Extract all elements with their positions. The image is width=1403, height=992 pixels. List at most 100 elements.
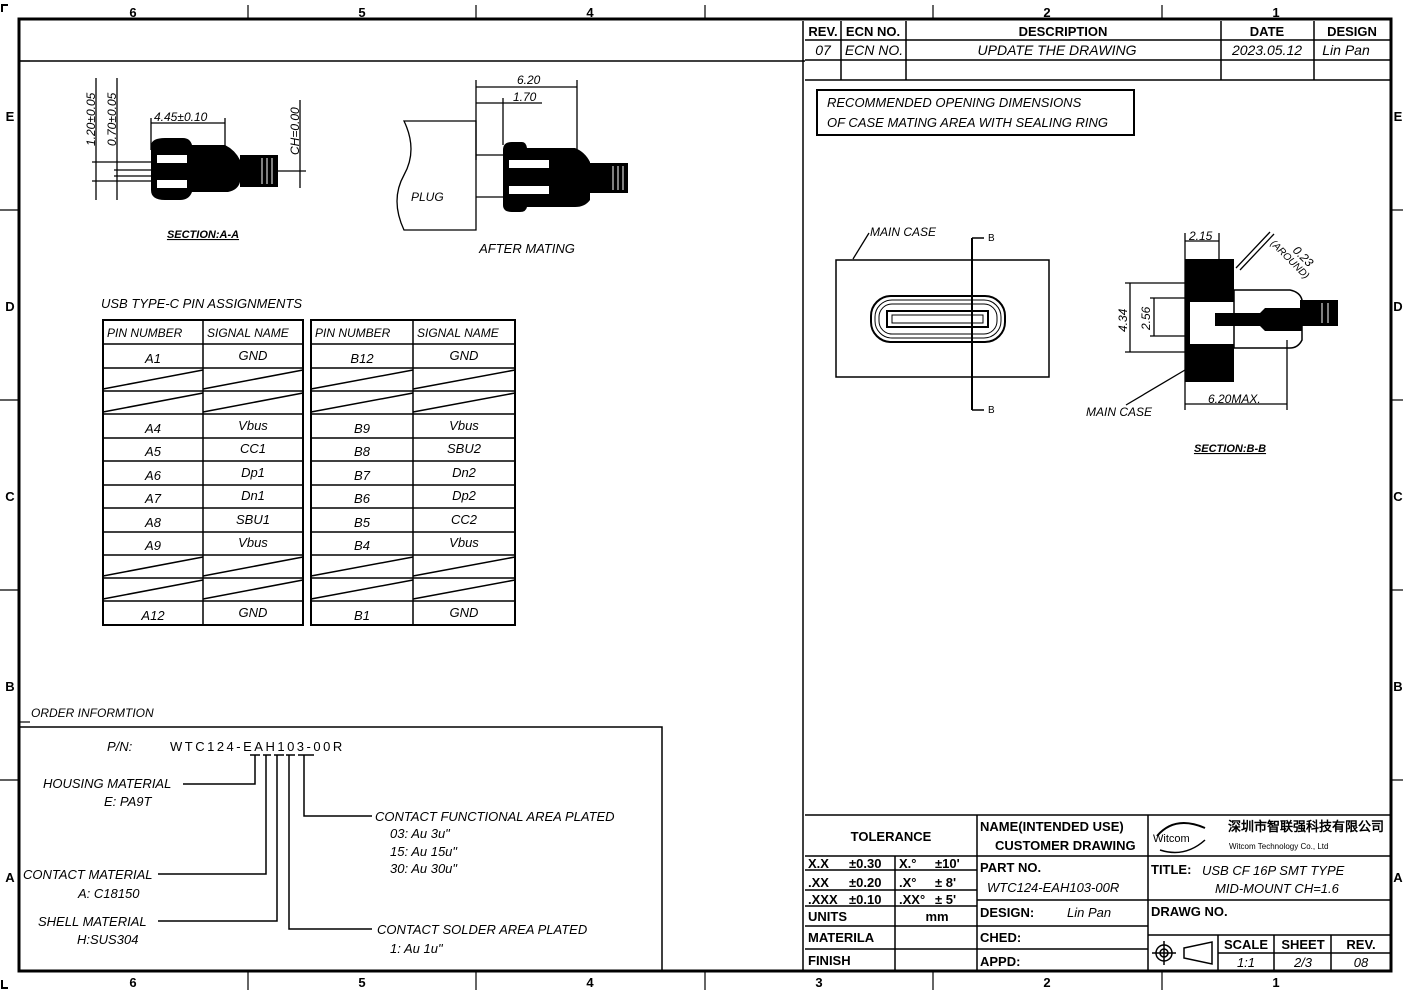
table-row (310, 556, 516, 579)
name-label: NAME(INTENDED USE) (980, 819, 1124, 834)
zone-label: A (1393, 870, 1403, 885)
unused-row-strike (202, 579, 304, 600)
table-row (310, 392, 516, 415)
design-header: DESIGN (1327, 24, 1377, 39)
zone-label: E (1394, 109, 1403, 124)
units-value: mm (925, 909, 948, 924)
date-header: DATE (1250, 24, 1285, 39)
recommended-opening-note: RECOMMENDED OPENING DIMENSIONS OF CASE M… (816, 89, 1135, 136)
tol-angle-value: ± 8' (935, 875, 956, 890)
title-line-1: USB CF 16P SMT TYPE (1202, 863, 1345, 878)
solder-plating-label: CONTACT SOLDER AREA PLATED (377, 922, 587, 937)
signal-name-cell: GND (450, 348, 479, 363)
zone-label: 3 (815, 975, 822, 990)
unused-row-strike (310, 579, 414, 600)
pin-table-header: SIGNAL NAME (417, 326, 500, 340)
revision-block: REV. ECN NO. DESCRIPTION DATE DESIGN 07 … (805, 21, 1391, 81)
unused-row-strike (412, 556, 516, 577)
dim-b-inner-height: 2.56 (1139, 306, 1153, 331)
dim-b-length: 6.20MAX. (1208, 392, 1261, 406)
pin-number-cell: A5 (144, 444, 162, 459)
table-row (102, 369, 304, 392)
pin-number-cell: B1 (354, 608, 370, 623)
section-b-b-view: 2.15 0.23 (AROUND) 4.34 2.56 6.20MAX. MA… (1086, 229, 1338, 455)
pin-number-cell: A8 (144, 515, 162, 530)
zone-label: 1 (1272, 5, 1279, 20)
tol-angle-key: X.° (899, 856, 916, 871)
left-zone-labels: E D C B A (5, 109, 15, 885)
contact-material-value: A: C18150 (77, 886, 140, 901)
tol-value: ±0.20 (849, 875, 881, 890)
zone-label: 4 (586, 5, 594, 20)
zone-label: C (1393, 489, 1403, 504)
unused-row-strike (310, 369, 414, 390)
design-value: Lin Pan (1067, 905, 1111, 920)
date-value: 2023.05.12 (1231, 42, 1302, 58)
pin-number-cell: A4 (144, 421, 161, 436)
ecn-header: ECN NO. (846, 24, 900, 39)
dim-section-a-ch: CH=0.00 (288, 107, 302, 155)
functional-plating-option: 15: Au 15u" (390, 844, 458, 859)
company-logo: Witcom (1153, 822, 1206, 854)
functional-plating-option: 30: Au 30u" (390, 861, 458, 876)
company-name-cn: 深圳市智联强科技有限公司 (1228, 819, 1384, 834)
dim-section-a-width: 4.45±0.10 (154, 110, 208, 124)
signal-name-cell: GND (239, 348, 268, 363)
name-value: CUSTOMER DRAWING (995, 838, 1136, 853)
description-value: UPDATE THE DRAWING (978, 42, 1137, 58)
after-mating-view: 6.20 1.70 PLUG AFTER MATING (396, 73, 628, 256)
table-row (310, 579, 516, 602)
projection-symbol-icon (1152, 941, 1213, 965)
zone-label: 4 (586, 975, 594, 990)
signal-name-cell: Dn1 (241, 488, 265, 503)
unused-row-strike (412, 369, 516, 390)
pn-value: WTC124-EAH103-00R (170, 739, 345, 754)
rev-label: REV. (1346, 937, 1375, 952)
zone-label: A (5, 870, 15, 885)
approved-label: APPD: (980, 954, 1020, 969)
zone-label: 5 (358, 5, 365, 20)
signal-name-cell: Vbus (449, 535, 479, 550)
signal-name-cell: CC2 (451, 512, 478, 527)
table-row (102, 556, 304, 579)
tolerance-header: TOLERANCE (851, 829, 932, 844)
scale-value: 1:1 (1237, 955, 1255, 970)
unused-row-strike (102, 579, 204, 600)
pin-table-header: PIN NUMBER (107, 326, 183, 340)
order-information: ORDER INFORMTION P/N: WTC124-EAH103-00R … (19, 706, 663, 971)
contact-material-label: CONTACT MATERIAL (23, 867, 153, 882)
section-marker-top: B (988, 233, 995, 244)
top-zone-labels: 6 5 4 2 1 (129, 5, 1279, 20)
pin-number-cell: B6 (354, 491, 371, 506)
signal-name-cell: Dp1 (241, 465, 265, 480)
signal-name-cell: Dp2 (452, 488, 477, 503)
sheet-label: SHEET (1281, 937, 1324, 952)
tol-angle-key: .XX° (899, 892, 925, 907)
signal-name-cell: Vbus (449, 418, 479, 433)
scale-label: SCALE (1224, 937, 1268, 952)
unused-row-strike (102, 556, 204, 577)
top-zone-ruler (247, 5, 1163, 19)
tol-key: X.X (808, 856, 829, 871)
sheet-value: 2/3 (1293, 955, 1313, 970)
drawing-no-label: DRAWG NO. (1151, 904, 1228, 919)
table-row (102, 579, 304, 602)
pin-number-cell: B8 (354, 444, 371, 459)
description-header: DESCRIPTION (1019, 24, 1108, 39)
table-row: B12 GND (311, 348, 515, 369)
zone-label: B (5, 679, 14, 694)
zone-label: 1 (1272, 975, 1279, 990)
zone-label: 2 (1043, 975, 1050, 990)
pin-table-header: PIN NUMBER (315, 326, 391, 340)
pin-number-cell: B12 (350, 351, 374, 366)
dim-section-a-height-2: 0.70±0.05 (105, 92, 119, 146)
